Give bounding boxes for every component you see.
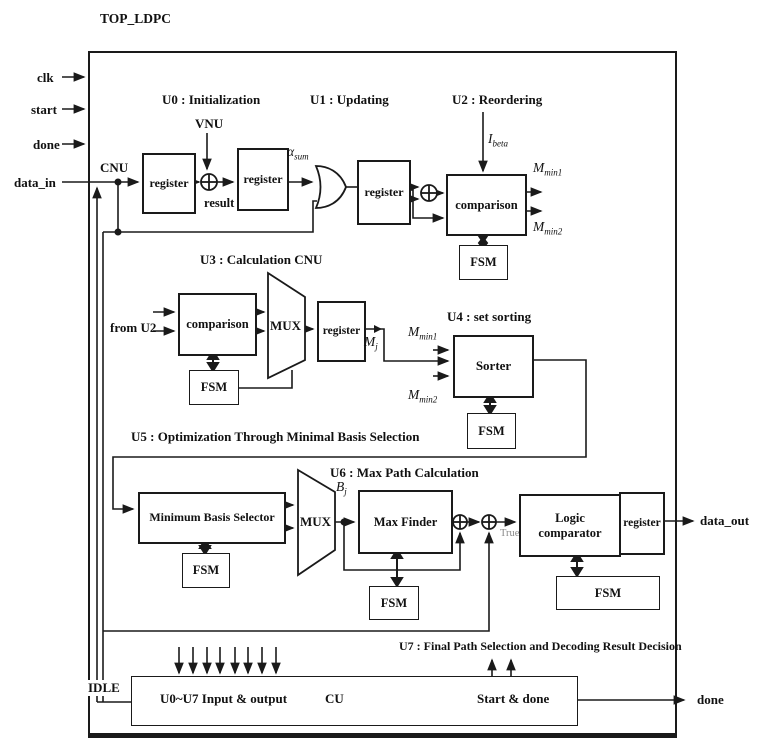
cu-label: CU [325, 691, 344, 706]
comparison-box-u3: comparison [178, 293, 257, 356]
xor-icon-u0 [200, 173, 218, 191]
fsm-box-u5: FSM [182, 553, 230, 588]
alpha-sum-label: αsum [287, 144, 309, 162]
sorter-box: Sorter [453, 335, 534, 398]
mj-label: Mj [364, 334, 378, 352]
fsm-link-u5 [198, 538, 212, 556]
u2-heading: U2 : Reordering [452, 92, 543, 107]
mmin2-label-u2: Mmin2 [533, 219, 563, 237]
xor-icon-u6-b [481, 514, 497, 530]
cu-box [131, 676, 578, 726]
start-done-label: Start & done [477, 691, 550, 706]
xor-icon-u6-a [452, 514, 468, 530]
feedback-to-xor4-wire [103, 531, 494, 632]
junction-dot [340, 518, 348, 526]
register-box-u6: register [619, 492, 665, 555]
u0-heading: U0 : Initialization [162, 92, 261, 107]
u5-heading: U5 : Optimization Through Minimal Basis … [131, 429, 420, 444]
junction-dot [114, 178, 122, 186]
input-label-done: done [33, 137, 60, 152]
comparison-box-u2: comparison [446, 174, 527, 236]
sorter-to-mbs-wire [112, 359, 587, 514]
input-label-start: start [31, 102, 57, 117]
mmin1-label-u2: Mmin1 [533, 160, 563, 178]
output-label-data-out: data_out [700, 513, 750, 528]
u7-heading: U7 : Final Path Selection and Decoding R… [399, 639, 682, 653]
mux-label-u6: MUX [300, 514, 332, 529]
register-box-u3: register [317, 301, 366, 362]
vnu-label: VNU [195, 116, 224, 131]
fsm-box-u3: FSM [189, 370, 239, 405]
or-gate-icon [314, 165, 347, 209]
mmin1-label-u4: Mmin1 [408, 324, 438, 342]
mux-shape-u6 [297, 468, 336, 577]
ibeta-label: Ibeta [488, 131, 508, 149]
fsm-link-max-finder [390, 548, 404, 588]
mux-label-u3: MUX [270, 318, 302, 333]
fsm-box-u4: FSM [467, 413, 516, 449]
register-box-u1: register [357, 160, 411, 225]
fsm-box-u2: FSM [459, 245, 508, 280]
junction-dot [114, 228, 122, 236]
from-u2-label: from U2 [110, 320, 157, 335]
fsm-box-max-finder: FSM [369, 586, 419, 620]
minimum-basis-selector-box: Minimum Basis Selector [138, 492, 286, 544]
fsm-link-logic-comparator [570, 551, 584, 578]
fsm-to-mux-wire [237, 370, 293, 389]
bj-label: Bj [336, 479, 347, 497]
u4-heading: U4 : set sorting [447, 309, 532, 324]
true-label: True [500, 528, 520, 539]
mux-shape-u3 [267, 271, 306, 380]
output-label-done: done [697, 692, 724, 707]
cnu-label: CNU [100, 160, 129, 175]
mj-wire [362, 328, 450, 366]
cnu-feedback-wire [103, 200, 317, 233]
input-label-clk: clk [37, 70, 54, 85]
register-box-u0-a: register [142, 153, 196, 214]
logic-comparator-box: Logic comparator [519, 494, 621, 557]
fsm-box-logic-comparator: FSM [556, 576, 660, 610]
mmin2-label-u4: Mmin2 [408, 387, 438, 405]
u1-heading: U1 : Updating [310, 92, 389, 107]
idle-label: IDLE [86, 680, 122, 696]
max-finder-box: Max Finder [358, 490, 453, 554]
input-label-data-in: data_in [14, 175, 56, 190]
fsm-link-u4 [483, 392, 497, 416]
u3-heading: U3 : Calculation CNU [200, 252, 323, 267]
result-label: result [204, 196, 235, 210]
page-title: TOP_LDPC [100, 11, 172, 26]
register-box-u0-b: register [237, 148, 289, 211]
bj-feedback-wire [343, 522, 465, 571]
cu-io-label: U0~U7 Input & output [160, 691, 288, 706]
u6-heading: U6 : Max Path Calculation [330, 465, 479, 480]
xor-icon-u1 [420, 184, 438, 202]
